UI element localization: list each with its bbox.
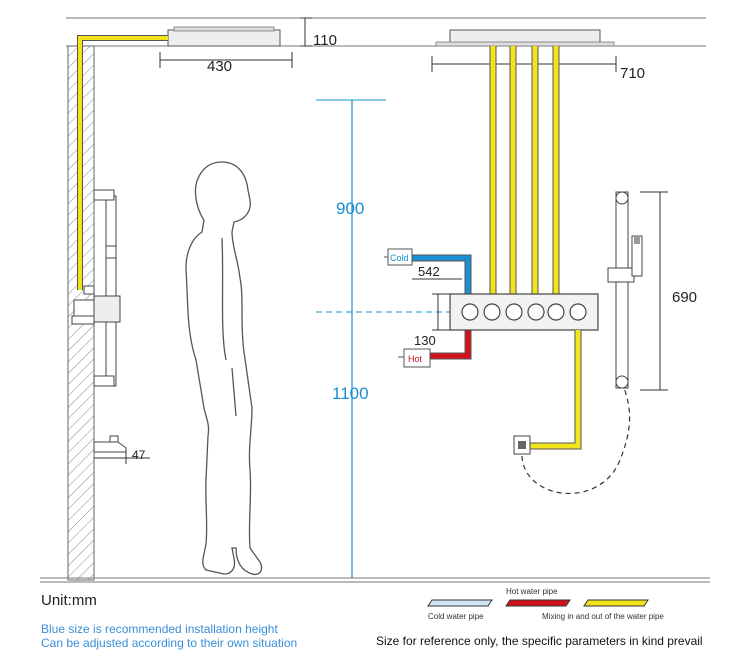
dim-710-label: 710 (620, 65, 645, 82)
mixer-side-view (71, 285, 121, 325)
install-note-line2: Can be adjusted according to their own s… (41, 636, 298, 650)
legend-hot-swatch (505, 599, 571, 607)
rain-panel-side (167, 26, 281, 47)
dim-rain-right: 710 (431, 56, 645, 82)
dim-rain-left: 430 (159, 52, 293, 75)
human-figure (185, 161, 263, 576)
mix-pipe-outlet (513, 330, 582, 455)
dim-690-label: 690 (672, 289, 697, 306)
legend-cold-swatch (427, 599, 493, 607)
rain-panel-front (435, 29, 615, 47)
dim-ceiling-depth: 110 (300, 17, 337, 49)
dim-hot-offset: 130 (414, 293, 452, 348)
dim-430-label: 430 (207, 58, 232, 75)
slide-bar-right (607, 191, 643, 389)
legend-cold-label: Cold water pipe (428, 612, 484, 621)
legend: Hot water pipe Cold water pipe Mixing in… (427, 587, 664, 621)
slide-bar-left (93, 189, 117, 387)
mixer-valve-panel (449, 293, 599, 331)
height-900-label: 900 (336, 199, 364, 218)
hot-label: Hot (408, 354, 423, 364)
legend-hot-label: Hot water pipe (506, 587, 558, 596)
height-1100-label: 1100 (332, 384, 369, 403)
dim-542-label: 542 (418, 264, 440, 279)
dim-slide-bar: 690 (640, 191, 697, 391)
height-dimension: 900 1100 (316, 99, 450, 578)
dim-47-label: 47 (132, 448, 146, 462)
dim-130-label: 130 (414, 333, 436, 348)
shower-hose (521, 387, 631, 494)
mix-pipes-vertical (489, 46, 560, 294)
cold-pipe: Cold (384, 248, 472, 294)
legend-mix-swatch (583, 599, 649, 607)
spout-side-view: 47 (93, 435, 150, 464)
install-note-line1: Blue size is recommended installation he… (41, 622, 278, 636)
mix-pipe-left (77, 35, 168, 290)
dim-110-label: 110 (313, 32, 337, 49)
unit-label: Unit:mm (41, 592, 97, 609)
hot-pipe: Hot (398, 328, 472, 368)
floor (40, 577, 710, 583)
cold-label: Cold (390, 253, 409, 263)
dim-cold-offset: 542 (412, 264, 462, 280)
legend-mix-label: Mixing in and out of the water pipe (542, 612, 664, 621)
reference-note: Size for reference only, the specific pa… (376, 634, 703, 648)
